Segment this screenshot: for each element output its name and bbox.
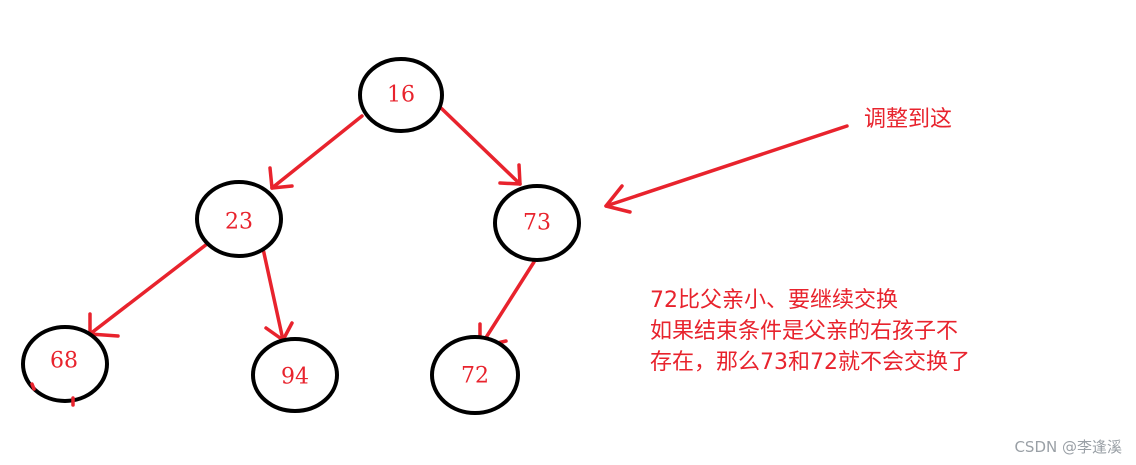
node-68-marks bbox=[30, 382, 75, 407]
node-72-label: 72 bbox=[461, 364, 489, 389]
edge-16-23 bbox=[268, 114, 364, 190]
explanation-line-3: 存在，那么73和72就不会交换了 bbox=[650, 350, 970, 375]
callout-arrow bbox=[604, 124, 849, 214]
node-23-label: 23 bbox=[225, 210, 253, 235]
node-73-label: 73 bbox=[523, 211, 551, 236]
explanation-line-1: 72比父亲小、要继续交换 bbox=[650, 288, 898, 313]
node-94: 94 bbox=[251, 337, 339, 413]
watermark: CSDN @李逢溪 bbox=[1014, 438, 1122, 456]
explanation-line-2: 如果结束条件是父亲的右孩子不 bbox=[650, 319, 959, 344]
edge-23-94 bbox=[260, 242, 294, 342]
node-16-label: 16 bbox=[387, 83, 415, 108]
node-68-label: 68 bbox=[50, 349, 78, 374]
node-68: 68 bbox=[21, 325, 109, 403]
node-72: 72 bbox=[430, 335, 520, 415]
edge-16-73 bbox=[439, 106, 522, 186]
edge-73-72 bbox=[478, 260, 536, 349]
node-94-label: 94 bbox=[281, 365, 309, 390]
callout-text: 调整到这 bbox=[864, 107, 953, 132]
node-16: 16 bbox=[358, 57, 444, 133]
node-23: 23 bbox=[195, 180, 283, 258]
explanation-note: 72比父亲小、要继续交换 如果结束条件是父亲的右孩子不 存在，那么73和72就不… bbox=[650, 285, 970, 378]
edge-23-68 bbox=[88, 242, 209, 338]
node-73: 73 bbox=[493, 184, 581, 262]
